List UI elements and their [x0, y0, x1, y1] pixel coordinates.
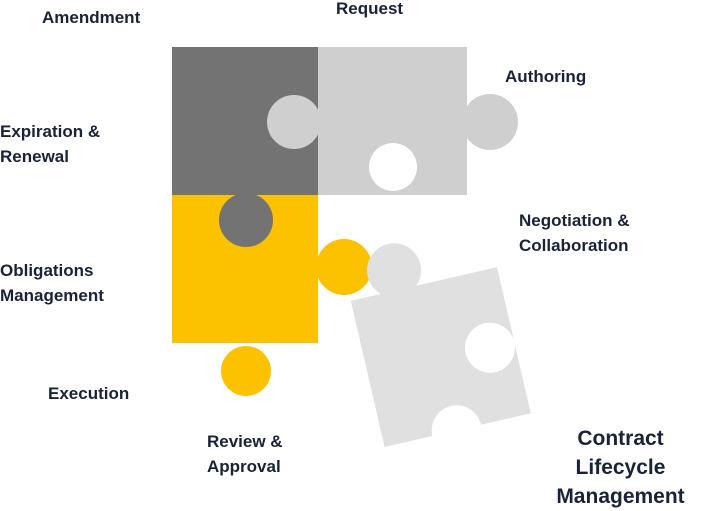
title-line2: Lifecycle — [575, 456, 666, 479]
label-authoring: Authoring — [505, 67, 587, 86]
label-negotiation-line2: Collaboration — [519, 236, 629, 255]
label-review-line1: Review & — [207, 432, 283, 451]
label-amendment: Amendment — [42, 8, 141, 27]
label-review-line2: Approval — [207, 457, 281, 476]
label-expiration-line2: Renewal — [0, 147, 69, 166]
puzzle-piece-yellow-icon — [172, 193, 372, 396]
label-obligations-line2: Management — [0, 286, 104, 305]
label-expiration-renewal: Expiration & Renewal — [0, 119, 100, 169]
puzzle-piece-loose-icon — [350, 243, 531, 456]
label-obligations-line1: Obligations — [0, 261, 94, 280]
label-execution: Execution — [48, 384, 130, 403]
label-negotiation-collaboration: Negotiation & Collaboration — [519, 208, 630, 258]
label-request: Request — [336, 0, 404, 18]
label-review-approval: Review & Approval — [207, 429, 283, 479]
label-expiration-line1: Expiration & — [0, 122, 101, 141]
label-obligations-management: Obligations Management — [0, 258, 104, 308]
title-line1: Contract — [577, 427, 664, 450]
label-negotiation-line1: Negotiation & — [519, 211, 630, 230]
diagram-title: Contract Lifecycle Management — [538, 424, 703, 511]
title-line3: Management — [556, 485, 685, 508]
